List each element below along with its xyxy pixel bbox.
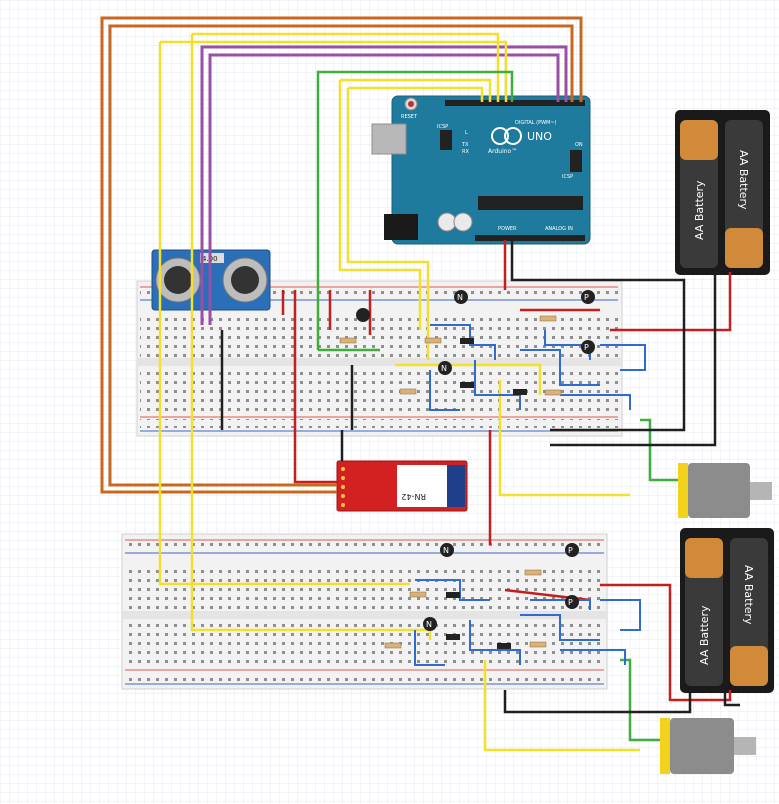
rx-label: RX (462, 149, 469, 155)
transistor-mid-top (356, 308, 370, 322)
pnp-label-4: P (568, 598, 573, 607)
battery-label-1b: AA Battery (737, 150, 750, 210)
icsp2-label: ICSP (562, 174, 573, 180)
wires-yellow (158, 32, 640, 752)
npn-label-2: N (441, 364, 447, 373)
npn-label-4: N (426, 620, 432, 629)
digital-pins-label: DIGITAL (PWM~) (515, 120, 557, 126)
analog-label: ANALOG IN (545, 226, 573, 232)
transistor-pnp-top-1 (581, 290, 595, 304)
ultrasonic-sensor (151, 249, 271, 311)
transistor-pnp-top-2 (581, 340, 595, 354)
pnp-label-3: P (568, 546, 573, 555)
arduino-brand: UNO (527, 130, 552, 143)
resistors (339, 315, 562, 649)
wires-black (220, 240, 740, 714)
breadboard-bottom (121, 533, 608, 690)
transistor-npn-top-2 (438, 361, 452, 375)
wires-red (281, 240, 732, 702)
wires-blue (414, 324, 646, 666)
reset-label: RESET (401, 114, 418, 120)
pnp-label-1: P (584, 293, 589, 302)
transistor-npn-bottom-2 (423, 617, 437, 631)
npn-label-3: N (443, 546, 449, 555)
bluetooth-label: RN-42 (401, 492, 426, 501)
diodes (446, 338, 527, 649)
motor-bottom (660, 718, 756, 774)
motor-top (678, 463, 772, 518)
icsp-label: ICSP (437, 124, 448, 130)
npn-label-1: N (457, 293, 463, 302)
l-led-label: L (465, 130, 468, 136)
battery-label-1a: AA Battery (693, 180, 706, 240)
wires-purple (200, 45, 568, 325)
battery-pack-bottom (680, 528, 774, 693)
tx-label: TX (461, 142, 469, 148)
wires-orange (100, 16, 583, 494)
battery-label-2b: AA Battery (742, 565, 755, 625)
transistor-pnp-bottom-2 (565, 595, 579, 609)
battery-label-2a: AA Battery (698, 605, 711, 665)
transistor-npn-top-1 (454, 290, 468, 304)
bluetooth-module (336, 460, 468, 512)
battery-pack-top (675, 110, 770, 275)
pnp-label-2: P (584, 343, 589, 352)
transistor-npn-bottom-1 (440, 543, 454, 557)
on-led-label: ON (575, 142, 583, 148)
arduino-maker: Arduino™ (488, 148, 517, 155)
power-label: POWER (498, 226, 517, 232)
arduino-uno-board (371, 95, 591, 245)
wires-green (316, 70, 678, 742)
transistor-pnp-bottom-1 (565, 543, 579, 557)
